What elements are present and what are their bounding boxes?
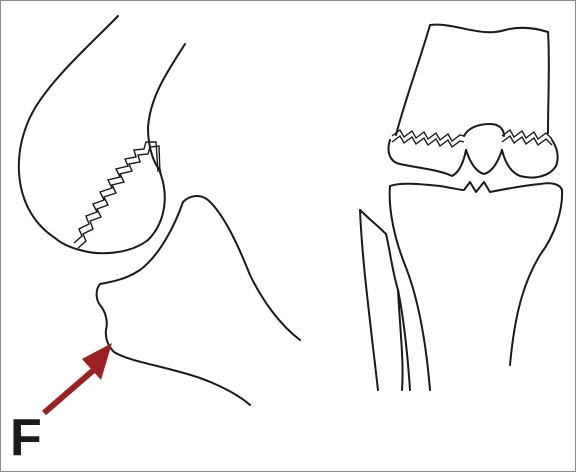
fibula-frontal-inner — [360, 210, 378, 390]
femur-frontal-left-edge — [396, 25, 430, 135]
tibia-frontal-left-edge — [390, 186, 430, 390]
femur-frontal-fracture-line — [392, 130, 464, 141]
tibia-lateral-outline — [183, 196, 300, 340]
femur-lateral-fracture-line-2 — [78, 146, 160, 248]
intercondylar-notch — [464, 124, 504, 136]
tibia-frontal-right-edge — [510, 190, 562, 365]
arrow-indicator — [44, 343, 112, 413]
tibia-plateau-lateral — [97, 202, 250, 405]
lateral-condyle-frontal — [502, 140, 558, 178]
femur-frontal-shaft — [430, 25, 549, 133]
tibia-frontal-plateau — [390, 182, 562, 192]
panel-label: F — [10, 412, 42, 464]
condyle-split — [466, 150, 502, 174]
femur-frontal-fracture-line-3 — [502, 130, 552, 139]
femur-lateral-outline — [19, 16, 118, 250]
femur-lateral-posterior-edge — [148, 44, 185, 170]
